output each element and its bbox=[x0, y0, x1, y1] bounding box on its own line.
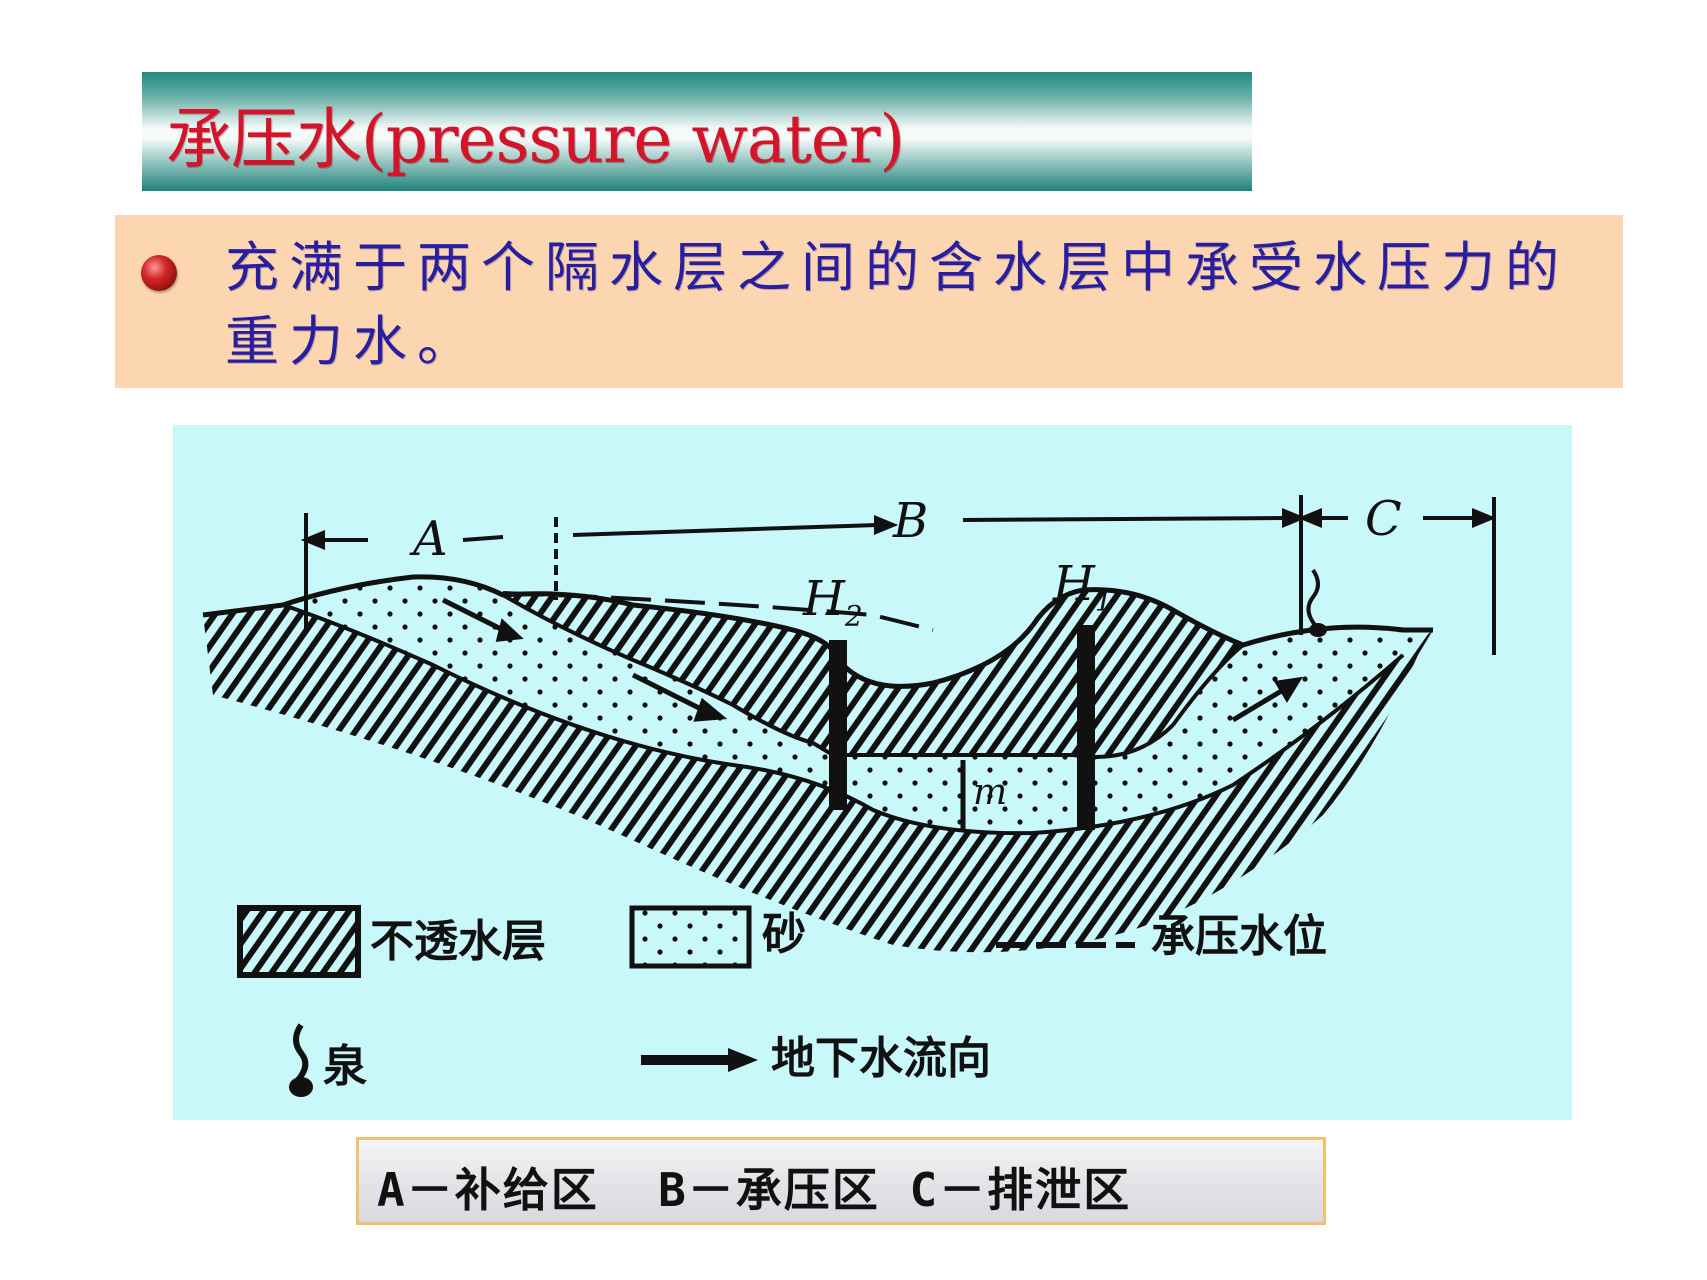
dotted-box-icon bbox=[629, 905, 752, 969]
well-h2 bbox=[829, 640, 847, 810]
bullet-icon bbox=[141, 255, 177, 291]
upper-impermeable-layer bbox=[503, 589, 1243, 757]
well-h1-label: H1 bbox=[1053, 556, 1113, 618]
zone-dimension-line bbox=[300, 495, 1497, 655]
well-h1 bbox=[1077, 625, 1095, 830]
definition-text: 充满于两个隔水层之间的含水层中承受水压力的重力水。 bbox=[225, 236, 1569, 373]
cross-section-drawing bbox=[202, 495, 1497, 1097]
flow-arrow-icon bbox=[641, 1048, 758, 1072]
spring-icon bbox=[1306, 568, 1320, 627]
zone-caption-text: A－补给区 B－承压区 C－排泄区 bbox=[377, 1163, 1132, 1217]
legend-flow-label: 地下水流向 bbox=[771, 1033, 991, 1084]
zone-caption-box: A－补给区 B－承压区 C－排泄区 bbox=[356, 1137, 1326, 1225]
thickness-label: m bbox=[973, 772, 1008, 813]
title-bar: 承压水(pressure water) bbox=[142, 72, 1252, 191]
legend-impermeable-label: 不透水层 bbox=[370, 916, 546, 967]
sand-aquifer bbox=[283, 576, 1433, 834]
definition-box: 充满于两个隔水层之间的含水层中承受水压力的重力水。 bbox=[115, 215, 1623, 388]
legend-pressure-level-label: 承压水位 bbox=[1151, 911, 1327, 962]
well-h2-label: H2 bbox=[803, 571, 863, 633]
zone-a-label: A bbox=[413, 511, 448, 567]
hatched-box-icon bbox=[237, 905, 361, 978]
zone-b-label: B bbox=[893, 493, 929, 549]
legend-sand-label: 砂 bbox=[762, 909, 806, 960]
page-title: 承压水(pressure water) bbox=[166, 101, 905, 178]
ground-surface bbox=[202, 574, 1433, 689]
spring-legend-icon bbox=[289, 1023, 313, 1097]
legend-spring-label: 泉 bbox=[323, 1041, 367, 1092]
flow-arrows bbox=[441, 597, 1303, 723]
zone-c-label: C bbox=[1365, 491, 1402, 547]
legend-graphics bbox=[237, 905, 1135, 1097]
pressure-level-line bbox=[502, 591, 934, 632]
lower-impermeable-layer bbox=[203, 605, 1433, 953]
confined-aquifer-diagram: A B C H2 H1 m 不透水层 砂 承压水位 泉 地下水流向 bbox=[173, 425, 1572, 1120]
